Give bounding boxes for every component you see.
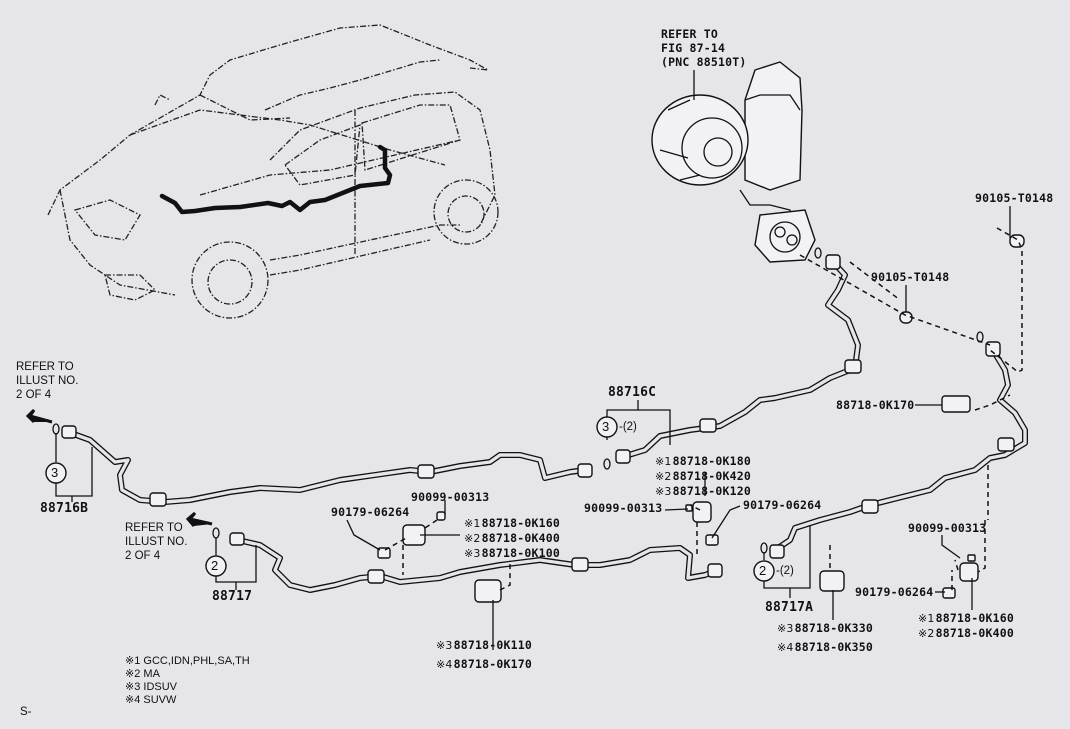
variant-group-clamp-right-bottom: ※188718-0K160 ※288718-0K400 bbox=[918, 611, 1014, 641]
variant-row[interactable]: ※188718-0K180 bbox=[655, 454, 751, 468]
variant-group-clamp-88717A: ※388718-0K330 ※488718-0K350 bbox=[777, 619, 873, 657]
part-label-88717A[interactable]: 88717A bbox=[765, 600, 814, 615]
blower-ref-line-2: FIG 87-14 bbox=[661, 41, 726, 55]
ref-upper-line-3: 2 OF 4 bbox=[16, 389, 52, 401]
qty-88716C: -(2) bbox=[619, 421, 637, 433]
legend-row: ※4 SUVW bbox=[125, 694, 177, 706]
variant-row[interactable]: ※388718-0K330 bbox=[777, 621, 873, 635]
ref-upper-line-2: ILLUST NO. bbox=[16, 375, 79, 387]
blower-unit-illustration bbox=[651, 61, 816, 263]
legend-row: ※1 GCC,IDN,PHL,SA,TH bbox=[125, 655, 250, 667]
part-label-90179-06264-right[interactable]: 90179-06264 bbox=[855, 585, 934, 599]
variant-row[interactable]: ※488718-0K350 bbox=[777, 640, 873, 654]
reference-note-upper: REFER TO ILLUST NO. 2 OF 4 bbox=[16, 360, 78, 402]
variant-row[interactable]: ※188718-0K160 bbox=[918, 611, 1014, 625]
legend-row: ※3 IDSUV bbox=[125, 681, 178, 693]
variant-group-clamp-mid: ※188718-0K180 ※288718-0K420 ※388718-0K12… bbox=[655, 454, 751, 499]
part-label-90179-06264-left[interactable]: 90179-06264 bbox=[331, 505, 410, 519]
pipe-88717A bbox=[772, 347, 1028, 553]
variant-row[interactable]: ※388718-0K110 bbox=[436, 638, 532, 652]
leader-lines bbox=[25, 206, 1011, 650]
part-label-90105-T0148-mid[interactable]: 90105-T0148 bbox=[871, 270, 950, 284]
variant-row[interactable]: ※288718-0K400 bbox=[464, 531, 560, 545]
part-label-88716B[interactable]: 88716B bbox=[40, 501, 89, 516]
pipe-88717 bbox=[235, 537, 721, 593]
hose-fittings bbox=[61, 254, 1015, 584]
ref-lower-line-2: ILLUST NO. bbox=[125, 536, 188, 548]
part-label-90099-00313-left[interactable]: 90099-00313 bbox=[411, 490, 490, 504]
part-label-88717[interactable]: 88717 bbox=[212, 589, 253, 604]
variant-row[interactable]: ※188718-0K160 bbox=[464, 516, 560, 530]
variant-row[interactable]: ※388718-0K100 bbox=[464, 546, 560, 560]
circle-number-88717A: 2 bbox=[759, 563, 767, 578]
variant-group-clamp-left: ※188718-0K160 ※288718-0K400 ※388718-0K10… bbox=[464, 516, 560, 561]
part-label-90099-00313-mid[interactable]: 90099-00313 bbox=[584, 501, 663, 515]
part-label-90179-06264-mid[interactable]: 90179-06264 bbox=[743, 498, 822, 512]
variant-row[interactable]: ※388718-0K120 bbox=[655, 484, 751, 498]
assembly-dash-lines bbox=[384, 227, 1023, 591]
ref-lower-line-3: 2 OF 4 bbox=[125, 550, 161, 562]
circle-number-88716C: 3 bbox=[602, 419, 610, 434]
variant-row[interactable]: ※288718-0K400 bbox=[918, 626, 1014, 640]
reference-note-lower: REFER TO ILLUST NO. 2 OF 4 bbox=[125, 521, 187, 563]
ref-lower-line-1: REFER TO bbox=[125, 522, 183, 534]
part-label-88718-0K170-right[interactable]: 88718-0K170 bbox=[836, 398, 915, 412]
blower-reference-note: REFER TO FIG 87-14 (PNC 88510T) bbox=[661, 27, 746, 69]
part-label-90105-T0148-top[interactable]: 90105-T0148 bbox=[975, 191, 1054, 205]
qty-88717A: -(2) bbox=[776, 565, 794, 577]
callout-circles bbox=[45, 416, 775, 582]
pipe-88716C bbox=[619, 259, 861, 460]
variant-row[interactable]: ※488718-0K170 bbox=[436, 657, 532, 671]
circle-number-88717: 2 bbox=[211, 558, 219, 573]
legend-row: ※2 MA bbox=[125, 668, 160, 680]
circle-number-88716B: 3 bbox=[51, 465, 59, 480]
sheet-code: S- bbox=[20, 706, 32, 718]
pipe-88716B bbox=[65, 429, 588, 505]
part-label-88716C[interactable]: 88716C bbox=[608, 385, 657, 400]
blower-ref-line-1: REFER TO bbox=[661, 27, 718, 41]
part-label-90099-00313-right[interactable]: 90099-00313 bbox=[908, 521, 987, 535]
variant-group-clamp-bottom: ※388718-0K110 ※488718-0K170 bbox=[436, 636, 532, 674]
highlighted-pipe-route bbox=[159, 144, 393, 215]
blower-ref-line-3: (PNC 88510T) bbox=[661, 55, 747, 69]
variant-row[interactable]: ※288718-0K420 bbox=[655, 469, 751, 483]
variant-legend: ※1 GCC,IDN,PHL,SA,TH ※2 MA ※3 IDSUV ※4 S… bbox=[125, 655, 250, 707]
vehicle-illustration bbox=[47, 24, 499, 319]
ref-upper-line-1: REFER TO bbox=[16, 361, 74, 373]
